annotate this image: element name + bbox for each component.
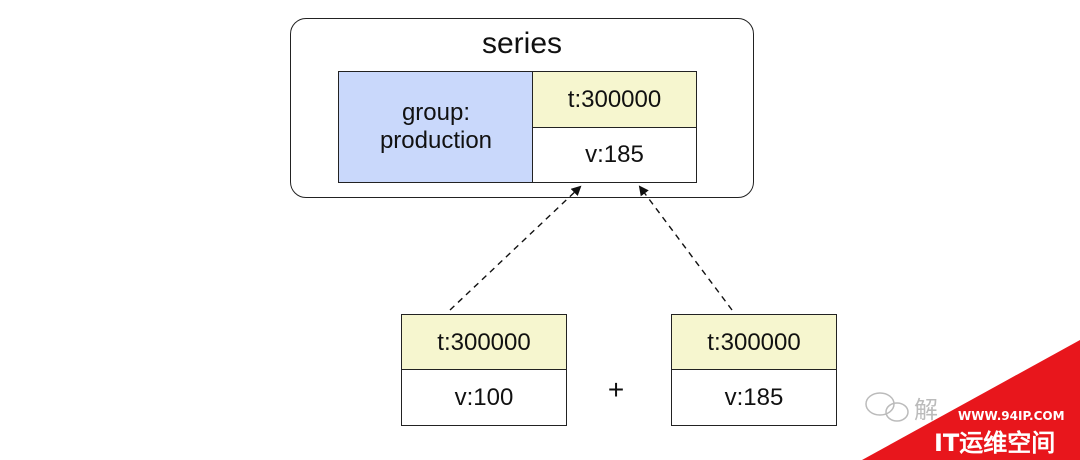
- group-label: group: production: [380, 99, 492, 155]
- watermark-partial-char: 解: [914, 396, 938, 424]
- left-dashed-arrow: [449, 185, 582, 311]
- wechat-logo-icon: [865, 392, 909, 422]
- series-value-cell: v:185: [532, 127, 697, 183]
- right-sample-timestamp-cell: t:300000: [671, 314, 837, 371]
- watermark-red-corner: [862, 340, 1080, 460]
- group-cell: group: production: [338, 71, 534, 183]
- right-dashed-arrow: [638, 185, 733, 311]
- series-title: series: [481, 27, 563, 60]
- group-label-line2: production: [379, 127, 493, 154]
- right-sample-value-cell: v:185: [671, 369, 837, 426]
- left-sample-value-cell: v:100: [401, 369, 567, 426]
- watermark-brand: IT运维空间: [934, 429, 1055, 457]
- plus-sign: +: [607, 374, 625, 405]
- left-sample-timestamp-cell: t:300000: [401, 314, 567, 371]
- watermark-site: WWW.94IP.COM: [958, 409, 1065, 423]
- series-timestamp-cell: t:300000: [532, 71, 697, 129]
- group-label-line1: group:: [401, 99, 471, 126]
